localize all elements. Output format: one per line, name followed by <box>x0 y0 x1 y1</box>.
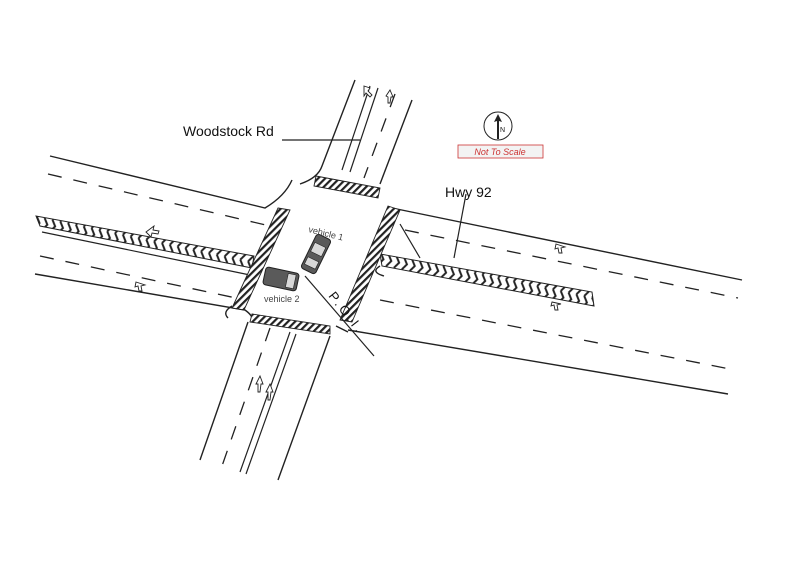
woodstock-rd-north-leg <box>299 79 413 193</box>
not-to-scale-label: Not To Scale <box>474 147 525 157</box>
scale-note-box <box>457 144 544 159</box>
crosswalk-north <box>313 175 381 199</box>
north-arrow-icon: N <box>483 111 513 141</box>
median-west <box>35 215 255 269</box>
lane-direction-arrow-icon <box>134 85 567 401</box>
woodstock-rd-south-leg <box>199 321 331 481</box>
hwy-92-label: Hwy 92 <box>445 184 492 200</box>
crosswalk-south <box>249 313 331 335</box>
hwy-92-leader-line <box>453 193 467 259</box>
median-east-nose <box>375 265 385 277</box>
corner-se <box>335 325 349 333</box>
woodstock-rd-label: Woodstock Rd <box>183 123 274 139</box>
vehicle-2 <box>262 266 300 292</box>
north-label: N <box>500 127 505 134</box>
crosswalk-west <box>231 207 291 311</box>
scale-note: Not To Scale <box>457 144 544 159</box>
corner-sw <box>225 305 233 319</box>
vehicle-2-label: vehicle 2 <box>264 294 300 304</box>
vehicle-1 <box>300 233 332 275</box>
crosswalk-east <box>339 205 401 323</box>
hwy-92-east-leg <box>347 207 743 395</box>
poi-leader-line <box>304 275 375 357</box>
median-east <box>379 253 595 307</box>
